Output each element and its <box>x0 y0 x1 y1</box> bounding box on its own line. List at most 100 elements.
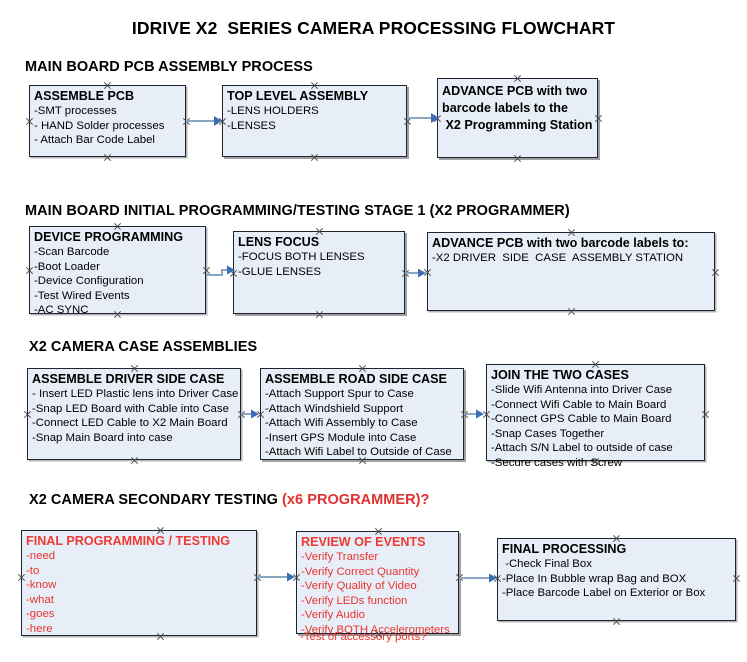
connection-handle-top[interactable] <box>310 81 319 90</box>
node-overflow-line: -Test of accessory ports? <box>300 631 427 643</box>
connection-handle-top[interactable] <box>513 74 522 83</box>
connection-handle-bottom[interactable] <box>156 632 165 641</box>
connection-handle-right[interactable] <box>460 410 469 419</box>
node-line: -Verify Correct Quantity <box>301 565 420 578</box>
node-heading: ASSEMBLE ROAD SIDE CASE <box>265 372 447 386</box>
node-heading: FINAL PROGRAMMING / TESTING <box>26 534 231 548</box>
connection-handle-bottom[interactable] <box>591 457 600 466</box>
node-line: -Snap Main Board into case <box>32 431 173 444</box>
connection-handle-top[interactable] <box>374 527 383 536</box>
connection-handle-bottom[interactable] <box>103 153 112 162</box>
node-line: -Attach Wifi Label to Outside of Case <box>265 446 452 459</box>
node-assemble-road-side-case[interactable]: ASSEMBLE ROAD SIDE CASE -Attach Support … <box>260 368 464 460</box>
node-line: -Verify Audio <box>301 609 365 622</box>
connection-handle-left[interactable] <box>423 268 432 277</box>
connection-handle-top[interactable] <box>591 360 600 369</box>
connection-handle-left[interactable] <box>493 574 502 583</box>
connection-handle-top[interactable] <box>130 364 139 373</box>
connection-handle-left[interactable] <box>23 410 32 419</box>
connection-handle-top[interactable] <box>612 534 621 543</box>
connection-handle-right[interactable] <box>732 574 741 583</box>
node-line: -X2 DRIVER SIDE CASE ASSEMBLY STATION <box>432 252 684 264</box>
connection-handle-top[interactable] <box>315 227 324 236</box>
connection-handle-right[interactable] <box>701 410 710 419</box>
connection-handle-left[interactable] <box>218 117 227 126</box>
node-final-programming-testing[interactable]: FINAL PROGRAMMING / TESTING -need -to -k… <box>21 530 257 636</box>
connection-handle-right[interactable] <box>237 410 246 419</box>
connection-handle-left[interactable] <box>229 269 238 278</box>
node-heading: ADVANCE PCB with two barcode labels to: <box>432 236 689 250</box>
node-line: -Boot Loader <box>34 260 100 273</box>
node-advance-pcb-programming-station[interactable]: ADVANCE PCB with two barcode labels to t… <box>437 78 598 158</box>
connection-handle-top[interactable] <box>567 228 576 237</box>
node-line: -to <box>26 564 40 577</box>
section-title-accent: (x6 PROGRAMMER)? <box>282 492 430 508</box>
connection-handle-bottom[interactable] <box>374 630 383 639</box>
node-line: -Attach Wifi Assembly to Case <box>265 417 418 430</box>
connection-handle-bottom[interactable] <box>310 153 319 162</box>
node-line: -goes <box>26 608 55 621</box>
node-heading: ADVANCE PCB with two barcode labels to t… <box>442 84 593 132</box>
connection-handle-bottom[interactable] <box>567 307 576 316</box>
connection-handle-top[interactable] <box>113 222 122 231</box>
node-top-level-assembly[interactable]: TOP LEVEL ASSEMBLY -LENS HOLDERS -LENSES <box>222 85 407 157</box>
node-line: -SMT processes <box>34 105 117 117</box>
node-line: -Connect Wifi Cable to Main Board <box>491 398 667 411</box>
node-heading: FINAL PROCESSING <box>502 542 627 556</box>
connection-handle-left[interactable] <box>25 266 34 275</box>
node-line: -here <box>26 622 53 635</box>
connection-handle-left[interactable] <box>256 410 265 419</box>
node-device-programming[interactable]: DEVICE PROGRAMMING -Scan Barcode -Boot L… <box>29 226 206 316</box>
connection-handle-right[interactable] <box>182 117 191 126</box>
section-title-text: X2 CAMERA SECONDARY TESTING <box>29 492 283 508</box>
connection-handle-right[interactable] <box>202 266 211 275</box>
node-line: -FOCUS BOTH LENSES <box>238 251 365 263</box>
connection-handle-top[interactable] <box>103 81 112 90</box>
node-line: -Place In Bubble wrap Bag and BOX <box>502 572 687 585</box>
connection-handle-bottom[interactable] <box>113 310 122 319</box>
node-line: -Scan Barcode <box>34 246 110 258</box>
connection-handle-right[interactable] <box>401 269 410 278</box>
connection-handle-right[interactable] <box>455 573 464 582</box>
node-line: -Place Barcode Label on Exterior or Box <box>502 587 706 600</box>
node-join-the-two-cases[interactable]: JOIN THE TWO CASES -Slide Wifi Antenna i… <box>486 364 705 469</box>
node-final-processing[interactable]: FINAL PROCESSING -Check Final Box -Place… <box>497 538 736 621</box>
node-advance-pcb-driver-side-case[interactable]: ADVANCE PCB with two barcode labels to: … <box>427 232 715 311</box>
connection-handle-left[interactable] <box>482 410 491 419</box>
node-review-of-events[interactable]: REVIEW OF EVENTS -Verify Transfer -Verif… <box>296 531 459 636</box>
connection-handle-top[interactable] <box>156 526 165 535</box>
node-heading: ASSEMBLE DRIVER SIDE CASE <box>32 372 225 386</box>
connection-handle-bottom[interactable] <box>358 456 367 465</box>
node-line: -GLUE LENSES <box>238 265 321 278</box>
connection-handle-right[interactable] <box>403 117 412 126</box>
node-lens-focus[interactable]: LENS FOCUS -FOCUS BOTH LENSES -GLUE LENS… <box>233 231 405 314</box>
node-line: -Verify Quality of Video <box>301 580 417 593</box>
section-title-main-board-pcb-assembly: MAIN BOARD PCB ASSEMBLY PROCESS <box>25 59 313 75</box>
node-assemble-driver-side-case[interactable]: ASSEMBLE DRIVER SIDE CASE - Insert LED P… <box>27 368 241 460</box>
connection-handle-bottom[interactable] <box>130 456 139 465</box>
connection-handle-left[interactable] <box>25 117 34 126</box>
node-line: -Check Final Box <box>502 558 592 570</box>
node-line: -Device Configuration <box>34 275 144 288</box>
node-line: -Test Wired Events <box>34 289 130 302</box>
node-line: -Attach Windshield Support <box>265 402 404 415</box>
node-assemble-pcb[interactable]: ASSEMBLE PCB -SMT processes - HAND Solde… <box>29 85 186 157</box>
node-line: -Insert GPS Module into Case <box>265 431 417 444</box>
node-heading: LENS FOCUS <box>238 235 320 249</box>
node-line: -Slide Wifi Antenna into Driver Case <box>491 384 673 396</box>
connection-handle-right[interactable] <box>594 114 603 123</box>
connection-handle-left[interactable] <box>433 114 442 123</box>
node-line: -Verify BOTH Accelerometers <box>301 623 450 636</box>
node-line: -AC SYNC <box>34 304 89 317</box>
connection-handle-right[interactable] <box>253 573 262 582</box>
connection-handle-left[interactable] <box>17 573 26 582</box>
connection-handle-right[interactable] <box>711 268 720 277</box>
connection-handle-left[interactable] <box>292 573 301 582</box>
node-heading: REVIEW OF EVENTS <box>301 535 426 549</box>
connection-handle-bottom[interactable] <box>315 310 324 319</box>
connection-handle-bottom[interactable] <box>513 154 522 163</box>
node-heading: DEVICE PROGRAMMING <box>34 230 184 244</box>
connection-handle-top[interactable] <box>358 364 367 373</box>
connection-handle-bottom[interactable] <box>612 617 621 626</box>
